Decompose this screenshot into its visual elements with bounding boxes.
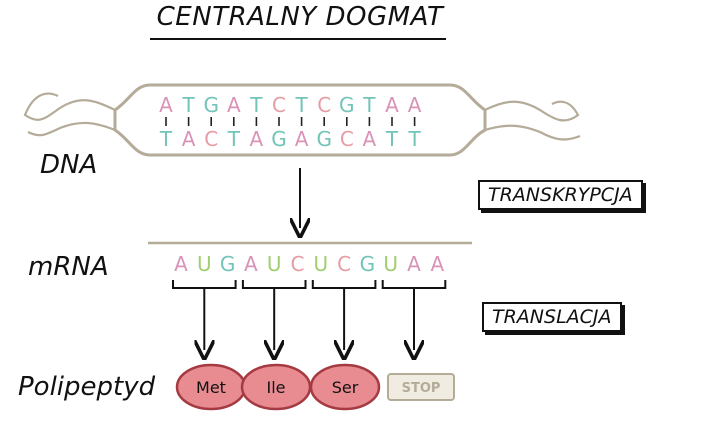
stop-box (387, 373, 455, 401)
dna-top-base: T (362, 93, 376, 117)
amino-acid-label: Met (196, 378, 226, 397)
dna-bottom-base: T (227, 127, 241, 151)
dna-bottom-base: A (295, 127, 309, 151)
dna-top-base: C (317, 93, 331, 117)
mrna-base: U (197, 252, 212, 276)
mrna-base: A (174, 252, 188, 276)
dna-bottom-base: C (204, 127, 218, 151)
title-underline (150, 38, 446, 40)
mrna-base: C (291, 252, 305, 276)
dna-top-base: T (294, 93, 308, 117)
mrna-base: A (407, 252, 421, 276)
dna-left-tail (23, 92, 116, 137)
mrna-base: U (267, 252, 282, 276)
dna-top-base: G (339, 93, 355, 117)
mrna-base: U (383, 252, 398, 276)
dna-right-tail (484, 100, 581, 141)
dna-bottom-base: C (340, 127, 354, 151)
dna-top-base: T (181, 93, 195, 117)
dna-label: DNA (40, 150, 98, 180)
dna-bottom-base: A (182, 127, 196, 151)
diagram-title: CENTRALNY DOGMAT (156, 2, 444, 32)
codon-bracket (381, 280, 447, 289)
dna-top-base: A (408, 93, 422, 117)
mrna-label: mRNA (28, 252, 109, 282)
mrna-base: A (430, 252, 444, 276)
dna-bottom-base: A (250, 127, 264, 151)
mrna-base: U (313, 252, 328, 276)
dna-top-base: G (203, 93, 219, 117)
mrna-base: A (244, 252, 258, 276)
transcription-box: TRANSKRYPCJA (478, 180, 643, 210)
dna-bottom-base: T (159, 127, 173, 151)
amino-acid-label: Ser (332, 378, 359, 397)
dna-top-base: C (272, 93, 286, 117)
amino-acid-label: Ile (266, 378, 285, 397)
amino-acid-bead (309, 363, 381, 411)
dna-top-base: T (249, 93, 263, 117)
codon-bracket (241, 280, 307, 289)
codon-bracket (311, 280, 377, 289)
dna-bottom-base: G (271, 127, 287, 151)
codon-bracket (172, 280, 237, 289)
dna-top-base: A (159, 93, 173, 117)
dna-bottom-base: A (363, 127, 377, 151)
translation-box: TRANSLACJA (482, 302, 622, 332)
mrna-base: G (220, 252, 236, 276)
mrna-base: G (360, 252, 376, 276)
dna-top-base: A (385, 93, 399, 117)
dna-molecule (23, 83, 581, 157)
dna-bottom-base: T (407, 127, 421, 151)
stop-label: STOP (402, 381, 441, 396)
dna-top-base: A (227, 93, 241, 117)
dna-bottom-base: T (385, 127, 399, 151)
mrna-base: C (337, 252, 351, 276)
dna-bottom-base: G (316, 127, 332, 151)
dna-outline (113, 83, 487, 157)
polypeptide-label: Polipeptyd (18, 372, 156, 402)
